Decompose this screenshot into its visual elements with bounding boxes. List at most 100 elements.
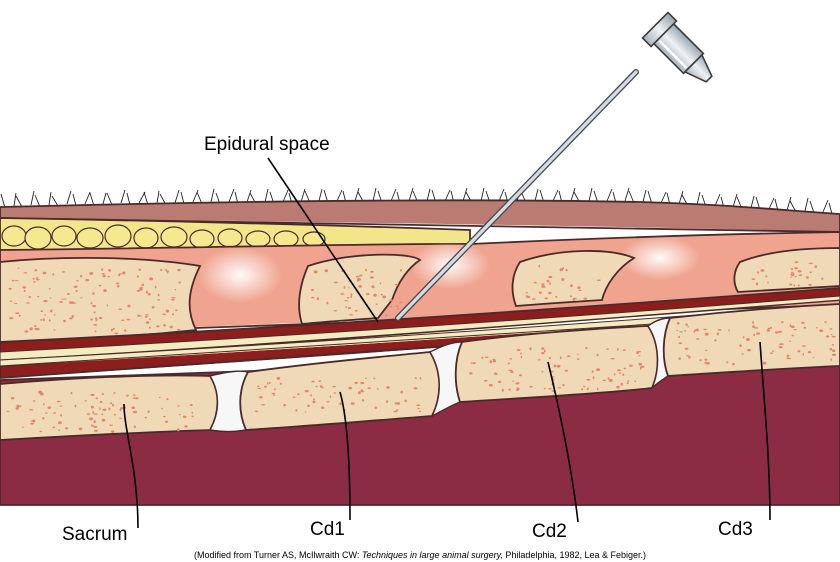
bone-speckle bbox=[553, 364, 557, 368]
bone-speckle bbox=[606, 348, 610, 350]
bone-speckle bbox=[413, 387, 418, 390]
bone-speckle bbox=[640, 365, 645, 368]
bone-speckle bbox=[295, 409, 298, 412]
bone-speckle bbox=[165, 309, 170, 313]
bone-speckle bbox=[124, 329, 127, 332]
bone-speckle bbox=[372, 286, 375, 289]
bone-speckle bbox=[312, 400, 316, 404]
bone-speckle bbox=[417, 407, 420, 410]
bone-speckle bbox=[400, 390, 404, 394]
bone-speckle bbox=[507, 362, 510, 365]
bone-speckle bbox=[687, 326, 690, 328]
bone-speckle bbox=[541, 347, 545, 350]
bone-speckle bbox=[365, 377, 367, 380]
bone-speckle bbox=[52, 426, 56, 429]
vertebral-bodies bbox=[0, 303, 840, 441]
bone-speckle bbox=[354, 309, 358, 312]
bone-speckle bbox=[386, 400, 389, 403]
bone-speckle bbox=[110, 328, 113, 332]
bone-speckle bbox=[126, 395, 128, 397]
bone-speckle bbox=[53, 412, 57, 414]
bone-speckle bbox=[339, 402, 343, 406]
bone-speckle bbox=[525, 295, 529, 297]
bone-speckle bbox=[93, 311, 96, 314]
bone-speckle bbox=[789, 340, 792, 342]
bone-speckle bbox=[365, 268, 367, 272]
bone-speckle bbox=[58, 429, 60, 432]
bone-speckle bbox=[70, 301, 74, 305]
bone-speckle bbox=[358, 285, 362, 288]
bone-speckle bbox=[809, 271, 812, 274]
bone-speckle bbox=[71, 315, 75, 318]
bone-speckle bbox=[355, 275, 360, 278]
bone-speckle bbox=[548, 275, 553, 279]
bone-speckle bbox=[373, 377, 376, 380]
bone-speckle bbox=[11, 279, 15, 282]
bone-speckle bbox=[515, 389, 519, 392]
bone-speckle bbox=[78, 427, 83, 431]
bone-speckle bbox=[492, 359, 496, 363]
bone-speckle bbox=[793, 284, 796, 287]
bone-speckle bbox=[577, 353, 579, 356]
bone-speckle bbox=[162, 313, 166, 316]
bone-speckle bbox=[790, 268, 794, 271]
bone-speckle bbox=[42, 271, 47, 275]
bone-speckle bbox=[76, 280, 79, 282]
bone-speckle bbox=[48, 288, 51, 290]
bone-speckle bbox=[360, 381, 365, 385]
bone-speckle bbox=[808, 262, 813, 265]
citation: (Modified from Turner AS, McIlwraith CW:… bbox=[194, 550, 646, 560]
bone-speckle bbox=[107, 275, 110, 278]
bone-speckle bbox=[177, 405, 180, 407]
bone-speckle bbox=[485, 356, 489, 358]
bone-speckle bbox=[34, 327, 37, 330]
bone-speckle bbox=[794, 276, 797, 278]
bone-speckle bbox=[515, 382, 520, 385]
bone-speckle bbox=[350, 295, 353, 299]
bone-speckle bbox=[40, 310, 43, 313]
bone-speckle bbox=[608, 379, 613, 382]
bone-speckle bbox=[569, 295, 572, 298]
bone-speckle bbox=[40, 318, 43, 321]
bone-speckle bbox=[38, 390, 42, 394]
citation-title: Techniques in large animal surgery, bbox=[362, 550, 503, 560]
bone-speckle bbox=[501, 389, 504, 392]
bone-speckle bbox=[147, 410, 150, 413]
bone-speckle bbox=[145, 290, 148, 294]
bone-speckle bbox=[90, 424, 94, 427]
bone-speckle bbox=[781, 321, 784, 323]
bone-speckle bbox=[386, 386, 390, 389]
bone-speckle bbox=[803, 326, 807, 329]
bone-speckle bbox=[112, 403, 114, 407]
bone-speckle bbox=[326, 301, 329, 305]
bone-speckle bbox=[399, 269, 402, 272]
bone-speckle bbox=[556, 364, 561, 368]
bone-speckle bbox=[136, 289, 141, 292]
bone-speckle bbox=[35, 277, 39, 279]
bone-speckle bbox=[797, 284, 800, 287]
bone-speckle bbox=[544, 297, 548, 300]
bone-speckle bbox=[389, 299, 393, 302]
bone-speckle bbox=[345, 306, 347, 309]
bone-speckle bbox=[56, 400, 61, 403]
epidural-membrane bbox=[0, 295, 840, 361]
bone-speckle bbox=[583, 297, 588, 300]
bone-speckle bbox=[127, 304, 131, 308]
bone-speckle bbox=[25, 302, 30, 304]
bone-speckle bbox=[350, 293, 353, 296]
bone-speckle bbox=[108, 407, 111, 411]
bone-speckle bbox=[742, 336, 745, 339]
bone-speckle bbox=[765, 275, 768, 278]
bone-speckle bbox=[135, 397, 139, 400]
bone-speckle bbox=[93, 425, 96, 428]
bone-speckle bbox=[344, 300, 349, 302]
bone-speckle bbox=[139, 288, 143, 291]
bone-speckle bbox=[347, 287, 350, 289]
bone-speckle bbox=[717, 329, 722, 331]
bone-speckle bbox=[806, 276, 809, 279]
bone-speckle bbox=[191, 415, 194, 418]
bone-speckle bbox=[566, 355, 571, 357]
bone-speckle bbox=[629, 364, 633, 367]
bone-speckle bbox=[366, 293, 370, 295]
bone-speckle bbox=[65, 427, 69, 430]
